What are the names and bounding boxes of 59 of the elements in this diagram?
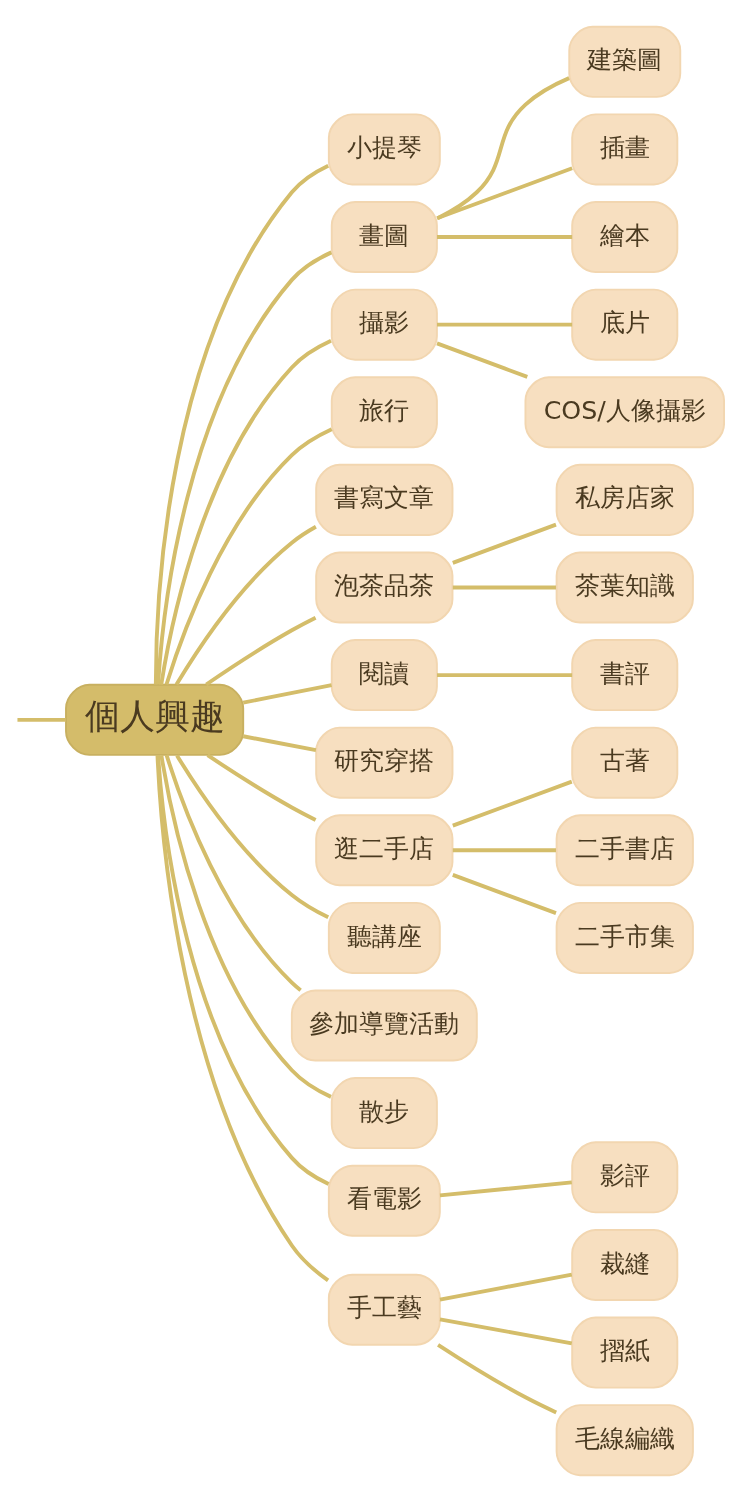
node-box: 書寫文章 (315, 463, 454, 536)
node-box: 逛二手店 (315, 813, 454, 886)
connector (159, 338, 332, 685)
connector (242, 682, 332, 705)
node-box: 古著 (571, 726, 679, 799)
node-box: 二手書店 (555, 813, 694, 886)
node-box: 摺紙 (571, 1316, 679, 1389)
connector (206, 753, 317, 822)
node-box: 個人興趣 (65, 683, 245, 756)
connector (437, 1342, 558, 1414)
connector (436, 165, 573, 220)
connector (437, 234, 573, 239)
connector (437, 672, 573, 677)
connector (452, 522, 557, 565)
node-box: 參加導覽活動 (290, 989, 478, 1061)
connector (436, 341, 528, 379)
node-box: 毛線編織 (555, 1403, 694, 1476)
node-box: 旅行 (330, 375, 438, 448)
connector (452, 585, 556, 589)
connector (439, 1272, 573, 1301)
node-box: 書評 (571, 638, 679, 711)
connector (155, 754, 330, 1282)
connector (156, 250, 333, 685)
node-box: 插畫 (571, 112, 679, 185)
connector (205, 615, 317, 686)
connector (437, 322, 573, 327)
node-box: 影評 (571, 1140, 679, 1213)
node-box: 散步 (330, 1076, 438, 1149)
node-box: 閱讀 (330, 638, 438, 711)
connector (159, 754, 332, 1099)
node-box: 底片 (571, 288, 679, 361)
node-box: 聽講座 (327, 901, 441, 974)
connector (153, 163, 330, 685)
node-box: 手工藝 (327, 1273, 441, 1346)
node-box: 研究穿搭 (315, 726, 454, 799)
node-box: 小提琴 (327, 112, 441, 185)
node-box: 看電影 (327, 1164, 441, 1237)
connector (164, 753, 302, 992)
node-box: 裁縫 (571, 1228, 679, 1301)
node-box: 畫圖 (330, 200, 438, 273)
connector (242, 733, 317, 752)
node-box: COS/人像攝影 (524, 375, 726, 448)
connector (175, 753, 330, 919)
connector (452, 872, 557, 915)
node-box: 攝影 (330, 288, 438, 361)
connector (17, 717, 66, 722)
connector (439, 1317, 573, 1345)
node-box: 私房店家 (555, 463, 694, 536)
connector (452, 847, 556, 852)
connector (452, 779, 573, 827)
node-box: 二手市集 (555, 901, 694, 974)
connector (174, 524, 317, 686)
node-box: 繪本 (571, 200, 679, 273)
node-box: 泡茶品茶 (315, 550, 454, 623)
connector (156, 754, 330, 1186)
connector (439, 1179, 572, 1197)
connector (164, 426, 333, 685)
node-box: 建築圖 (568, 25, 682, 98)
node-box: 茶葉知識 (555, 550, 694, 623)
